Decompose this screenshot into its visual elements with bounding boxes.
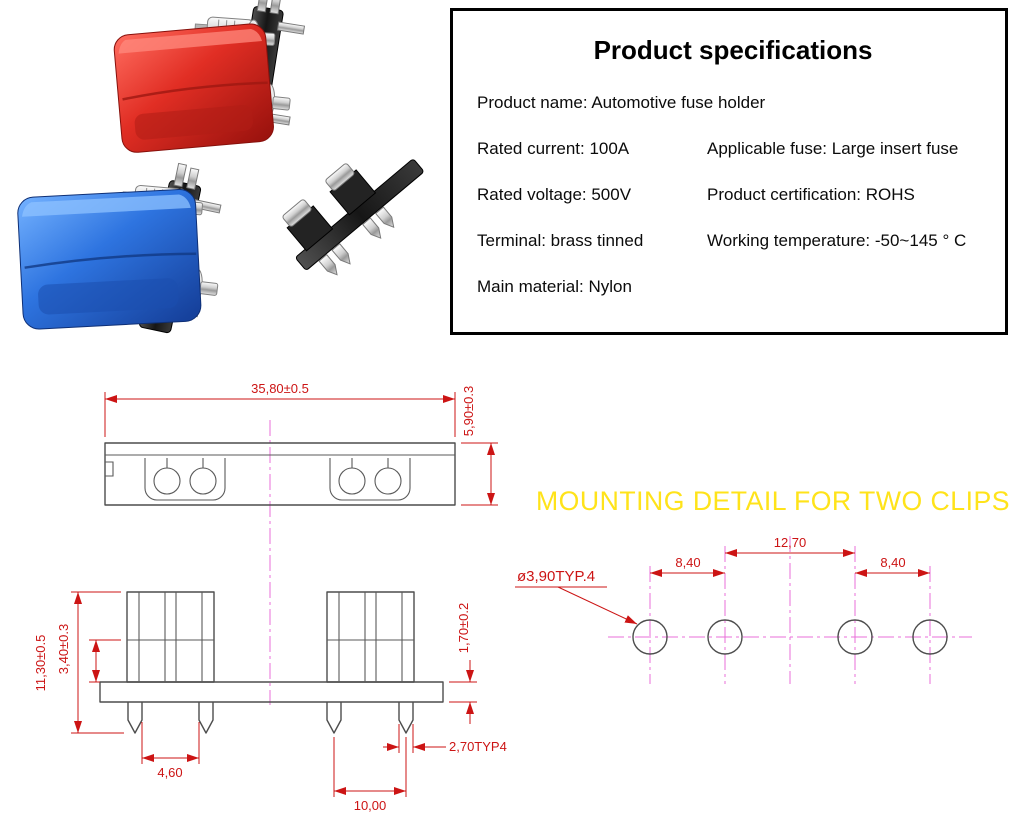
spec-rated-voltage: Rated voltage: 500V (477, 185, 632, 204)
mounting-detail-title: MOUNTING DETAIL FOR TWO CLIPS (536, 486, 1010, 516)
spec-main-material: Main material: Nylon (477, 277, 632, 296)
spec-row-current-fuse: Rated current: 100A Applicable fuse: Lar… (477, 139, 989, 159)
spec-certification: Product certification: ROHS (707, 185, 915, 204)
mounting-centerlines (608, 536, 972, 684)
clip-symbol-left (144, 458, 226, 501)
dim-pin-gap-label: 4,60 (157, 765, 182, 780)
dim-flange-thickness-label: 1,70±0.2 (456, 603, 471, 654)
mounting-hole-3 (837, 619, 873, 655)
spec-row-voltage-cert: Rated voltage: 500V Product certificatio… (477, 185, 989, 205)
blue-holder-cover (17, 188, 202, 330)
spec-title: Product specifications (593, 35, 873, 65)
spec-row-terminal-temp: Terminal: brass tinned Working temperatu… (477, 231, 989, 251)
dim-hole-pitch-left: 8,40 (650, 555, 725, 577)
dim-pin-gap: 4,60 (141, 722, 200, 780)
dim-hole-pitch-left-label: 8,40 (675, 555, 700, 570)
photo-blue-fuse-holder (17, 162, 222, 334)
front-view-pins (127, 702, 414, 734)
spec-terminal: Terminal: brass tinned (477, 231, 644, 250)
dim-pin-pitch-label: 10,00 (354, 798, 387, 813)
spec-product-name: Product name: Automotive fuse holder (477, 93, 766, 112)
spec-row-product-name: Product name: Automotive fuse holder (477, 93, 989, 113)
dim-total-height-label: 11,30±0.5 (33, 635, 48, 692)
dim-pin-pitch: 10,00 (333, 737, 407, 813)
dim-top-thickness-label: 5,90±0.3 (461, 386, 476, 437)
mounting-hole-4 (912, 619, 948, 655)
spec-rated-current: Rated current: 100A (477, 139, 630, 158)
dim-top-thickness: 5,90±0.3 (461, 386, 498, 506)
photo-black-fuse-holder-base (282, 159, 424, 279)
dim-hole-pitch-right-label: 8,40 (880, 555, 905, 570)
dim-hole-pitch-center: 12,70 (725, 535, 855, 557)
spec-working-temperature: Working temperature: -50~145 ° C (707, 231, 967, 250)
spec-box: Product specifications Product name: Aut… (450, 8, 1008, 335)
clip-symbol-right (329, 458, 411, 501)
dim-pin-width: 2,70TYP4 (383, 724, 507, 754)
spec-row-material: Main material: Nylon (477, 277, 989, 297)
front-view-details (127, 592, 414, 682)
drawing-top-view (104, 442, 456, 506)
photo-red-fuse-holder (113, 0, 306, 153)
dim-body-height: 3,40±0.3 (56, 624, 121, 683)
mounting-hole-2 (707, 619, 743, 655)
red-holder-cover (113, 23, 274, 153)
dim-flange-thickness: 1,70±0.2 (449, 603, 477, 724)
dim-top-width: 35,80±0.5 (104, 381, 456, 437)
drawing-front-view (99, 591, 444, 734)
drawing-mounting-detail: MOUNTING DETAIL FOR TWO CLIPS 12,70 8,40… (515, 486, 1010, 684)
dim-body-height-label: 3,40±0.3 (56, 624, 71, 675)
dim-pin-width-label: 2,70TYP4 (449, 739, 507, 754)
dim-hole-diameter-label: ø3,90TYP.4 (517, 568, 595, 585)
spec-applicable-fuse: Applicable fuse: Large insert fuse (707, 139, 959, 158)
dim-hole-pitch-right: 8,40 (855, 555, 930, 577)
dim-hole-pitch-center-label: 12,70 (774, 535, 807, 550)
mounting-hole-1 (632, 619, 668, 655)
dim-top-width-label: 35,80±0.5 (251, 381, 309, 396)
dim-hole-diameter: ø3,90TYP.4 (515, 568, 638, 625)
dim-total-height: 11,30±0.5 (33, 591, 124, 734)
